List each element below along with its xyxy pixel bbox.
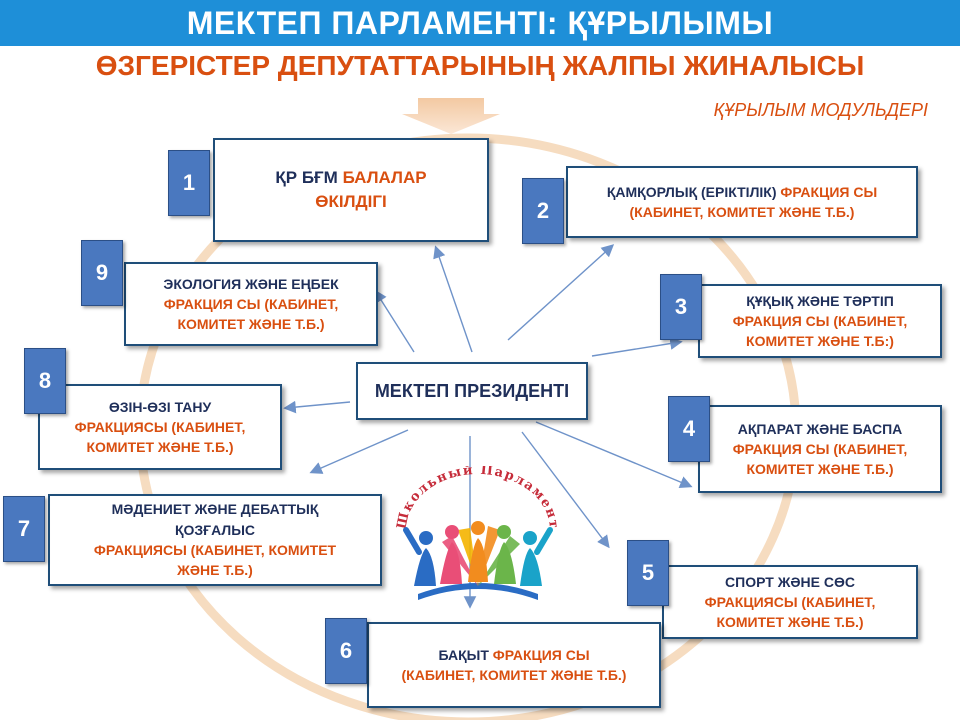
connector-to-9	[374, 289, 415, 353]
module-text: БАЛАЛАР	[342, 168, 427, 188]
module-badge-5: 5	[627, 540, 669, 606]
module-badge-6: 6	[325, 618, 367, 684]
module-badge-9: 9	[81, 240, 123, 306]
module-text: ФРАКЦИЯ СЫ	[780, 183, 878, 200]
module-text: ФРАКЦИЯ СЫ (КАБИНЕТ,	[732, 312, 908, 329]
connector-to-2	[507, 244, 615, 341]
module-line: ФРАКЦИЯСЫ (КАБИНЕТ,	[75, 417, 246, 437]
module-line: КОМИТЕТ ЖӘНЕ Т.Б:)	[746, 331, 894, 351]
module-text: МӘДЕНИЕТ ЖӘНЕ ДЕБАТТЫҚ	[111, 501, 319, 518]
module-box-3: ҚҰҚЫҚ ЖӘНЕ ТӘРТІП ФРАКЦИЯ СЫ (КАБИНЕТ, КОМ…	[698, 284, 942, 358]
module-text: ӨКІЛДІГІ	[315, 192, 387, 211]
module-text: ҚАМҚОРЛЫҚ (ЕРІКТІЛІК)	[606, 183, 781, 200]
module-text: ӨЗІН-ӨЗІ ТАНУ	[108, 398, 212, 415]
module-text: КОМИТЕТ ЖӘНЕ Т.Б.)	[86, 439, 234, 456]
module-box-8: ӨЗІН-ӨЗІ ТАНУ ФРАКЦИЯСЫ (КАБИНЕТ, КОМИТЕТ …	[38, 384, 282, 470]
module-box-9: ЭКОЛОГИЯ ЖӘНЕ ЕҢБЕК ФРАКЦИЯ СЫ (КАБИНЕТ, К…	[124, 262, 378, 346]
module-line: МӘДЕНИЕТ ЖӘНЕ ДЕБАТТЫҚ	[112, 499, 319, 519]
module-line: ФРАКЦИЯ СЫ (КАБИНЕТ,	[164, 294, 339, 314]
logo-caption: Школьный Парламент	[394, 466, 559, 530]
module-line: ФРАКЦИЯ СЫ (КАБИНЕТ,	[733, 439, 908, 459]
module-box-7: МӘДЕНИЕТ ЖӘНЕ ДЕБАТТЫҚ ҚОЗҒАЛЫС ФРАКЦИЯСЫ …	[48, 494, 382, 586]
module-text: ФРАКЦИЯ СЫ (КАБИНЕТ,	[732, 440, 908, 457]
module-line: КОМИТЕТ ЖӘНЕ Т.Б.)	[177, 314, 324, 334]
module-text: КОМИТЕТ ЖӘНЕ Т.Б.)	[177, 316, 325, 333]
president-box: МЕКТЕП ПРЕЗИДЕНТІ	[356, 362, 588, 420]
module-text: ҚОЗҒАЛЫС	[174, 521, 256, 538]
module-text: ЭКОЛОГИЯ ЖӘНЕ ЕҢБЕК	[163, 275, 339, 292]
connector-to-8	[283, 400, 351, 414]
module-line: ҚОЗҒАЛЫС	[175, 520, 255, 540]
module-text: БАҚЫТ	[438, 646, 493, 663]
module-box-2: ҚАМҚОРЛЫҚ (ЕРІКТІЛІК) ФРАКЦИЯ СЫ (КАБИНЕТ…	[566, 166, 918, 238]
module-text: ЖӘНЕ Т.Б.)	[177, 562, 253, 579]
module-line: ӨЗІН-ӨЗІ ТАНУ	[109, 397, 211, 417]
module-line: ФРАКЦИЯСЫ (КАБИНЕТ, КОМИТЕТ	[94, 540, 336, 560]
module-line: (КАБИНЕТ, КОМИТЕТ ЖӘНЕ Т.Б.)	[630, 202, 855, 222]
module-line: (КАБИНЕТ, КОМИТЕТ ЖӘНЕ Т.Б.)	[402, 665, 627, 685]
module-text: ФРАКЦИЯСЫ (КАБИНЕТ,	[704, 593, 876, 610]
module-badge-1: 1	[168, 150, 210, 216]
module-text: КОМИТЕТ ЖӘНЕ Т.Б.)	[746, 461, 894, 478]
module-badge-4: 4	[668, 396, 710, 462]
module-text: СПОРТ ЖӘНЕ СӨС	[725, 573, 855, 590]
svg-text:Школьный Парламент: Школьный Парламент	[394, 466, 561, 530]
module-line: ЖӘНЕ Т.Б.)	[177, 560, 253, 580]
module-badge-3: 3	[660, 274, 702, 340]
module-line: ӨКІЛДІГІ	[315, 190, 386, 214]
module-line: БАҚЫТ ФРАКЦИЯ СЫ	[438, 645, 589, 665]
module-line: ҚҰҚЫҚ ЖӘНЕ ТӘРТІП	[746, 291, 894, 311]
module-line: ФРАКЦИЯ СЫ (КАБИНЕТ,	[733, 311, 908, 331]
module-line: ҚАМҚОРЛЫҚ (ЕРІКТІЛІК) ФРАКЦИЯ СЫ	[607, 182, 877, 202]
module-line: ЭКОЛОГИЯ ЖӘНЕ ЕҢБЕК	[163, 274, 338, 294]
module-badge-8: 8	[24, 348, 66, 414]
connector-to-1	[433, 245, 473, 353]
school-parliament-logo: Школьный Парламент	[394, 466, 561, 600]
module-badge-7: 7	[3, 496, 45, 562]
module-line: СПОРТ ЖӘНЕ СӨС	[725, 572, 855, 592]
module-text: ФРАКЦИЯ СЫ (КАБИНЕТ,	[163, 295, 339, 312]
module-text: ФРАКЦИЯСЫ (КАБИНЕТ,	[74, 418, 246, 435]
module-box-6: БАҚЫТ ФРАКЦИЯ СЫ (КАБИНЕТ, КОМИТЕТ ЖӘНЕ Т…	[367, 622, 661, 708]
module-box-5: СПОРТ ЖӘНЕ СӨС ФРАКЦИЯСЫ (КАБИНЕТ, КОМИТЕТ…	[662, 565, 918, 639]
module-text: ҚҰҚЫҚ ЖӘНЕ ТӘРТІП	[746, 292, 894, 309]
module-text: (КАБИНЕТ, КОМИТЕТ ЖӘНЕ Т.Б.)	[629, 204, 855, 220]
module-line: КОМИТЕТ ЖӘНЕ Т.Б.)	[86, 437, 233, 457]
module-text: ФРАКЦИЯСЫ (КАБИНЕТ, КОМИТЕТ	[93, 542, 337, 558]
page-title: МЕКТЕП ПАРЛАМЕНТІ: ҚҰРЫЛЫМЫ	[186, 4, 774, 41]
module-line: АҚПАРАТ ЖӘНЕ БАСПА	[738, 419, 903, 439]
modules-label: ҚҰРЫЛЫМ МОДУЛЬДЕРІ	[713, 100, 928, 120]
title-bar: МЕКТЕП ПАРЛАМЕНТІ: ҚҰРЫЛЫМЫ	[0, 0, 960, 46]
module-line: КОМИТЕТ ЖӘНЕ Т.Б.)	[716, 612, 863, 632]
module-line: КОМИТЕТ ЖӘНЕ Т.Б.)	[746, 459, 893, 479]
module-text: КОМИТЕТ ЖӘНЕ Т.Б:)	[746, 333, 894, 350]
page-subtitle: ӨЗГЕРІСТЕР ДЕПУТАТТАРЫНЫҢ ЖАЛПЫ ЖИНАЛЫСЫ	[95, 50, 865, 81]
module-text: ҚР БҒМ	[275, 168, 343, 188]
module-box-1: ҚР БҒМ БАЛАЛАР ӨКІЛДІГІ	[213, 138, 489, 242]
connector-to-3	[591, 337, 683, 357]
module-text: КОМИТЕТ ЖӘНЕ Т.Б.)	[716, 614, 864, 631]
module-text: ФРАКЦИЯ СЫ	[492, 646, 590, 663]
module-badge-2: 2	[522, 178, 564, 244]
module-text: (КАБИНЕТ, КОМИТЕТ ЖӘНЕ Т.Б.)	[401, 667, 627, 683]
module-line: ФРАКЦИЯСЫ (КАБИНЕТ,	[705, 592, 876, 612]
module-line: ҚР БҒМ БАЛАЛАР	[275, 166, 426, 190]
module-box-4: АҚПАРАТ ЖӘНЕ БАСПА ФРАКЦИЯ СЫ (КАБИНЕТ, КО…	[698, 405, 942, 493]
module-text: АҚПАРАТ ЖӘНЕ БАСПА	[737, 420, 903, 437]
